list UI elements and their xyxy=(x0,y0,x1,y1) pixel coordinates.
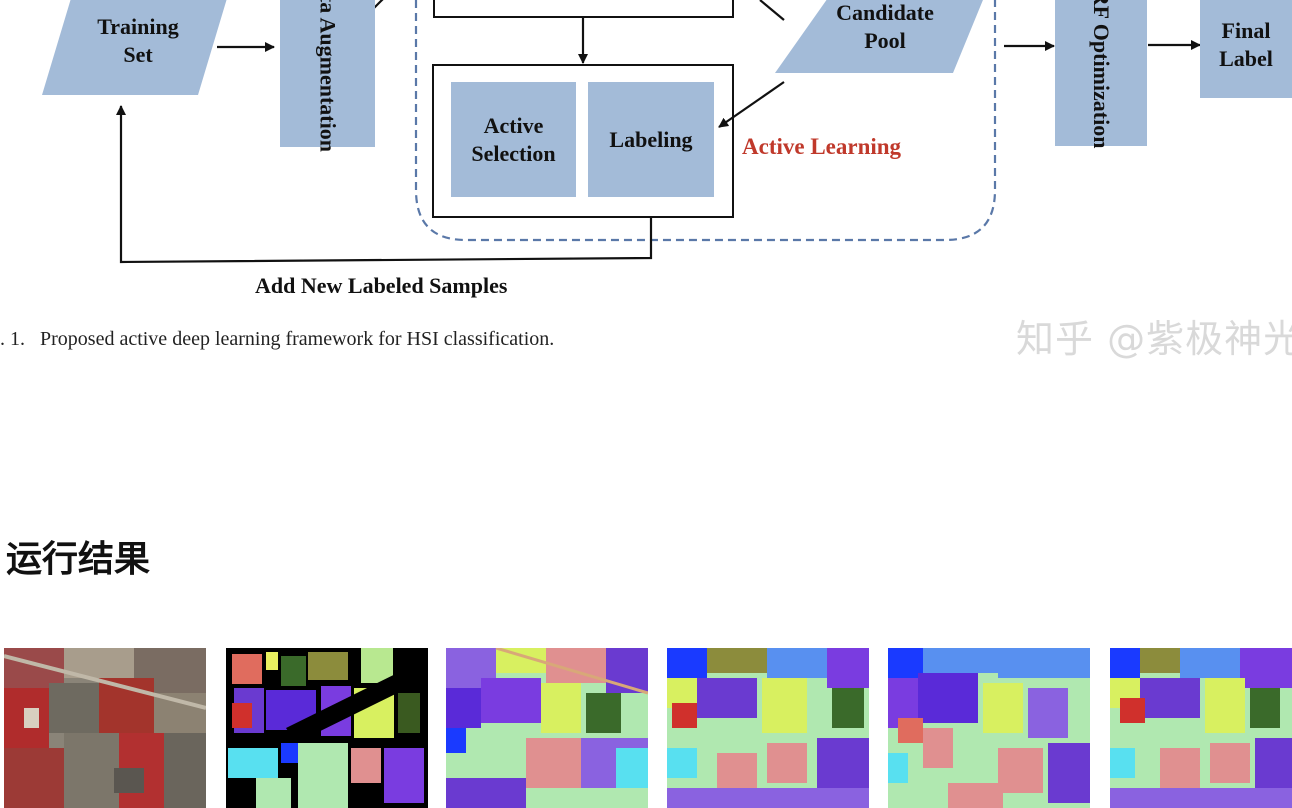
classification-map-2 xyxy=(667,648,869,808)
training-set-shape xyxy=(42,0,227,95)
false-color-image xyxy=(4,648,206,808)
top-process-box xyxy=(433,0,734,18)
section-heading: 运行结果 xyxy=(6,539,151,580)
candidate-pool-shape xyxy=(775,0,983,73)
classification-map-2-graphic xyxy=(667,648,869,808)
feedback-label: Add New Labeled Samples xyxy=(255,273,508,298)
active-learning-label: Active Learning xyxy=(742,134,902,159)
ground-truth-map xyxy=(226,648,428,808)
classification-map-3-graphic xyxy=(888,648,1090,808)
labeling-box: Labeling xyxy=(588,82,714,197)
classification-map-3 xyxy=(888,648,1090,808)
figure-caption: . 1. Proposed active deep learning frame… xyxy=(0,328,555,350)
active-learning-region xyxy=(414,0,997,242)
false-color-image-graphic xyxy=(4,648,206,808)
active-selection-box: Active Selection xyxy=(451,82,576,197)
watermark: 知乎 @紫极神光 xyxy=(1016,317,1292,361)
data-augmentation-box: Data Augmentation xyxy=(280,0,375,151)
classification-map-1-graphic xyxy=(446,648,648,808)
data-augmentation-label: Data Augmentation xyxy=(315,0,341,152)
classification-map-4-graphic xyxy=(1110,648,1292,808)
mrf-optimization-label: MRF Optimization xyxy=(1089,0,1114,149)
classification-map-4 xyxy=(1110,648,1292,808)
ground-truth-map-graphic xyxy=(226,648,428,808)
candidate-pool-label: Candidate Pool xyxy=(836,0,934,53)
final-label-box: Final Label xyxy=(1200,0,1292,98)
classification-map-1 xyxy=(446,648,648,808)
mrf-optimization-box: MRF Optimization xyxy=(1055,0,1147,149)
training-set-label: Training Set xyxy=(97,14,179,67)
